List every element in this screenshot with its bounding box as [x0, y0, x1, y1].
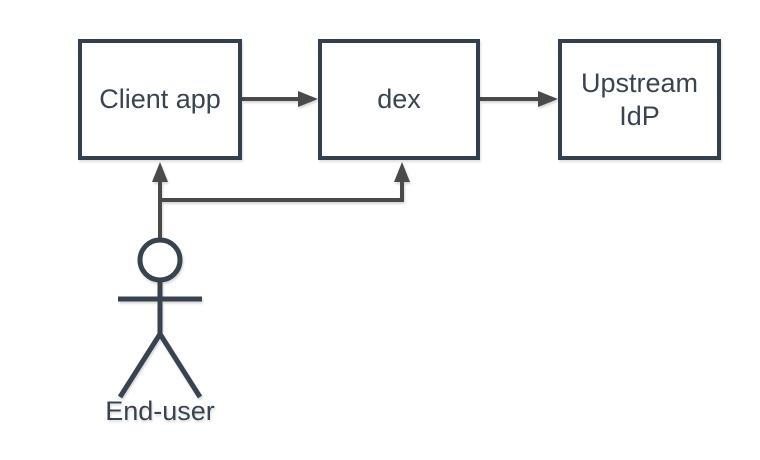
node-upstream-idp: Upstream IdP: [558, 39, 721, 160]
node-client-app: Client app: [78, 39, 242, 160]
node-dex: dex: [318, 39, 480, 160]
actor-head: [137, 237, 183, 283]
node-client-app-label: Client app: [99, 84, 221, 115]
edge-end-user-to-dex: [160, 162, 410, 202]
actor-right-leg: [157, 332, 203, 399]
node-dex-label: dex: [377, 84, 421, 115]
edge-dex-to-upstream-idp: [480, 91, 558, 107]
stick-figure-actor-icon: [117, 237, 203, 399]
edge-dex-to-upstream-idp-arrowhead: [538, 91, 558, 107]
edge-end-user-to-client-app: [152, 162, 168, 240]
edge-end-user-to-dex-shaft: [160, 180, 404, 202]
edge-end-user-to-dex-arrowhead: [394, 162, 410, 182]
actor-left-leg: [117, 332, 163, 399]
edge-client-app-to-dex: [242, 91, 318, 107]
end-user-label: End-user: [105, 396, 215, 426]
edge-end-user-to-client-app-arrowhead: [152, 162, 168, 182]
node-upstream-idp-label: Upstream IdP: [580, 67, 699, 131]
edge-client-app-to-dex-arrowhead: [298, 91, 318, 107]
